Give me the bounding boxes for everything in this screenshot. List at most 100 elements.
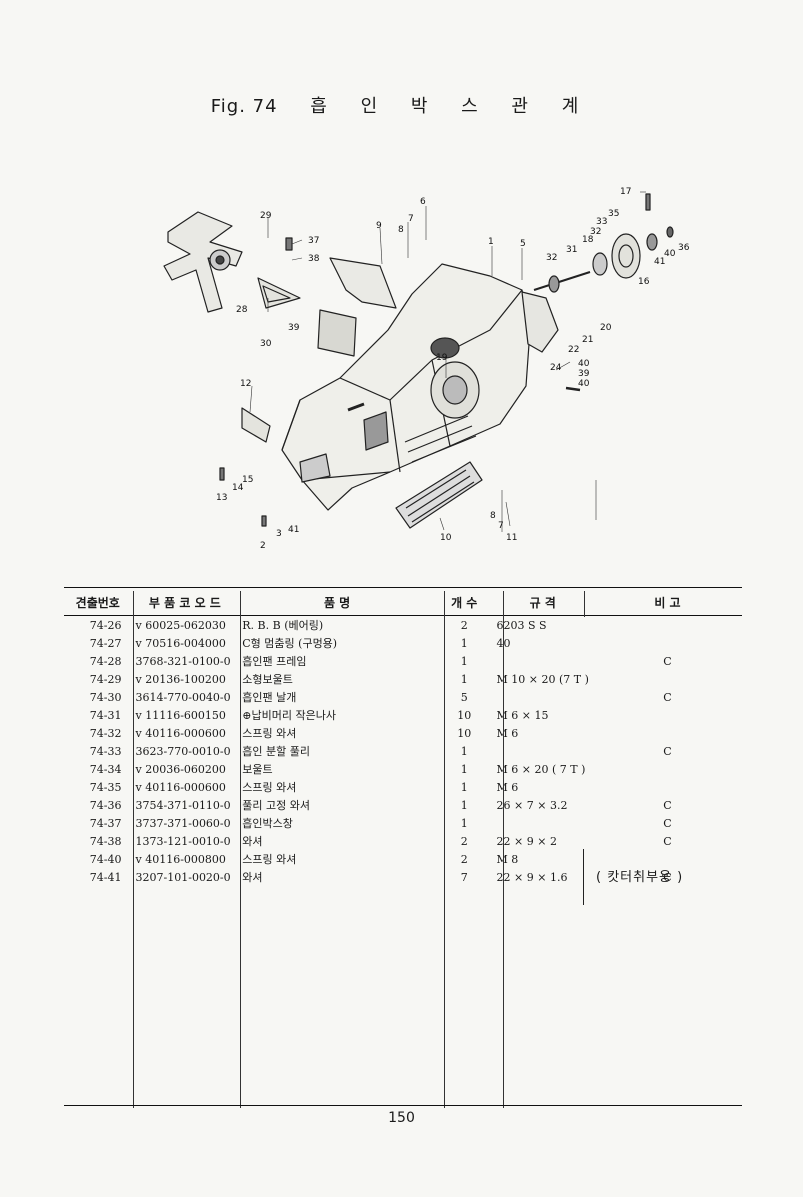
cell-no: 74-37	[89, 816, 122, 830]
cell-name: 와셔	[242, 835, 263, 848]
callout-25: 31	[566, 245, 577, 255]
cell-note	[593, 724, 742, 742]
cell-name: 소형보울트	[242, 673, 293, 686]
cell-qty: 2	[460, 852, 468, 866]
cutter-mount-bracket	[583, 849, 592, 905]
cell-code: 1373-121-0010-0	[135, 834, 231, 848]
callout-10: 10	[440, 533, 452, 543]
callout-14: 14	[232, 483, 244, 493]
cell-spec: 26 × 7 × 3.2	[496, 798, 568, 812]
header-quantity: 개 수	[435, 589, 493, 616]
callout-8: 8	[398, 225, 404, 235]
cell-note	[593, 634, 742, 652]
page-title: Fig. 74 흡 인 박 스 관 계	[0, 92, 803, 118]
cell-qty: 1	[460, 762, 468, 776]
cell-qty: 10	[457, 726, 472, 740]
header-part-name: 품 명	[238, 589, 436, 616]
cell-code: v 40116-000800	[135, 852, 226, 866]
cell-no: 74-26	[89, 618, 122, 632]
callout-24: 24	[550, 363, 562, 373]
callout-9: 9	[376, 221, 382, 231]
header-remarks: 비 고	[592, 589, 742, 616]
cell-spec: M 6	[496, 780, 519, 794]
cell-note: C	[663, 744, 672, 758]
callout-13: 13	[216, 493, 227, 503]
cell-qty: 2	[460, 618, 468, 632]
header-spec: 규 격	[492, 589, 593, 616]
cell-note: C	[663, 654, 672, 668]
cell-qty: 2	[460, 834, 468, 848]
callout-12: 12	[240, 379, 251, 389]
callout-1: 1	[488, 237, 494, 247]
table-bottom-rule	[64, 1105, 742, 1106]
fan-frame-drawing	[163, 211, 243, 313]
cell-no: 74-35	[89, 780, 122, 794]
cell-note: C	[663, 834, 672, 848]
callout-22: 22	[568, 345, 579, 355]
column-divider	[503, 591, 504, 1108]
cell-spec: M 8	[496, 852, 519, 866]
cell-note: C	[663, 870, 672, 884]
cell-no: 74-33	[89, 744, 122, 758]
callout-17: 17	[620, 187, 631, 197]
cell-note: C	[663, 690, 672, 704]
cell-qty: 5	[460, 690, 468, 704]
callout-41: 41	[288, 525, 299, 535]
callout-35: 40	[664, 249, 676, 259]
cell-qty: 1	[460, 636, 468, 650]
cell-no: 74-36	[89, 798, 122, 812]
cell-name: 흡인팬 프레임	[242, 655, 307, 668]
cell-spec: 22 × 9 × 1.6	[496, 870, 568, 884]
cell-spec	[493, 814, 593, 832]
cell-qty: 7	[460, 870, 468, 884]
callout-28: 28	[236, 305, 248, 315]
cell-name: 스프링 와셔	[242, 853, 297, 866]
cell-code: 3754-371-0110-0	[135, 798, 231, 812]
figure-label: Fig. 74	[210, 96, 278, 117]
callout-3: 3	[276, 529, 282, 539]
callout-40: 40	[578, 379, 590, 389]
cell-name: 스프링 와셔	[242, 781, 297, 794]
cell-name: 풀리 고정 와셔	[242, 799, 310, 812]
cell-no: 74-32	[89, 726, 122, 740]
callout-39: 40	[578, 359, 590, 369]
cell-name: C형 멈춤링 (구멍용)	[242, 637, 338, 650]
cell-name: 와셔	[242, 871, 263, 884]
cell-code: v 40116-000600	[135, 780, 226, 794]
cell-spec	[493, 688, 593, 706]
cell-note	[593, 778, 742, 796]
cell-code: 3623-770-0010-0	[135, 744, 231, 758]
callout-20: 20	[600, 323, 612, 333]
cell-qty: 1	[460, 672, 468, 686]
exploded-parts-diagram: 17 6 7 8 9 29 37 38 28 30 39 1 5 32 31 1…	[163, 187, 690, 551]
page-number: 150	[388, 1110, 415, 1126]
cell-code: 3768-321-0100-0	[135, 654, 231, 668]
cell-code: v 20036-060200	[135, 762, 226, 776]
column-divider	[240, 591, 241, 1108]
cell-note	[593, 670, 742, 688]
header-part-code: 부 품 코 오 드	[131, 589, 239, 616]
cell-qty: 1	[460, 654, 468, 668]
cell-name: R. B. B (베어링)	[242, 619, 324, 632]
callout-37: 39	[288, 323, 300, 333]
cell-code: v 60025-062030	[135, 618, 226, 632]
cell-note	[593, 760, 742, 778]
cell-qty: 1	[460, 744, 468, 758]
callout-6: 6	[420, 197, 426, 207]
cell-name: 흡인박스창	[242, 817, 293, 830]
cell-spec: 40	[496, 636, 511, 650]
callout-11: 11	[506, 533, 517, 543]
